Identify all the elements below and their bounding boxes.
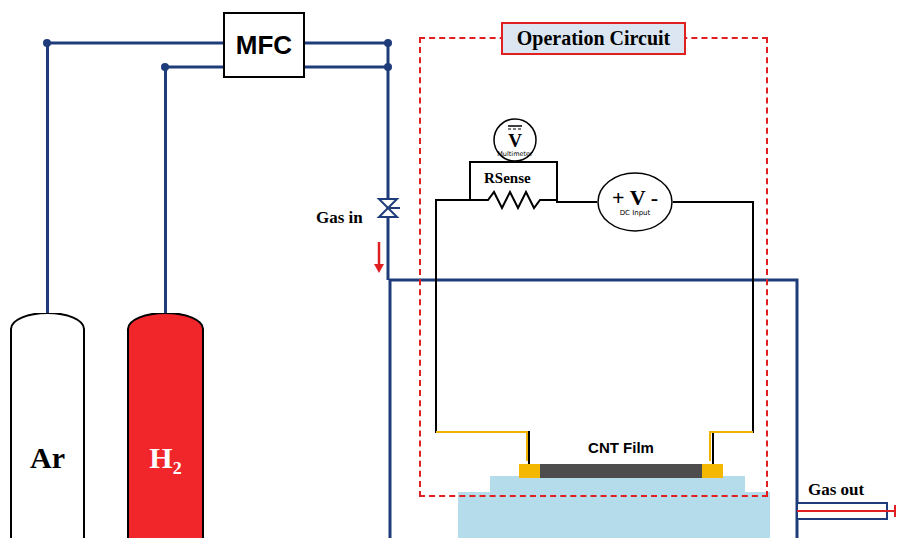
gas-line xyxy=(166,67,224,313)
mfc-box: MFC xyxy=(223,12,305,78)
node-label: MFC xyxy=(236,30,292,61)
node-label: Ar xyxy=(30,441,65,475)
electrode-pad xyxy=(519,464,540,478)
node-label: V xyxy=(508,131,522,150)
junction-dot xyxy=(384,63,392,71)
substrate-ledge xyxy=(490,476,745,492)
node-sublabel: DC Input xyxy=(620,209,651,218)
resistor-symbol xyxy=(470,192,557,208)
substrate-base xyxy=(458,492,770,538)
cnt-film: CNT Film xyxy=(519,438,723,480)
cylinder-outline xyxy=(128,313,203,538)
circuit-wire xyxy=(436,162,529,464)
multimeter-symbol: VMultimeter xyxy=(493,118,537,162)
arrow-head xyxy=(374,264,384,273)
gas-line xyxy=(305,43,388,280)
valve-stem xyxy=(388,207,400,209)
resistor-label: RSense xyxy=(484,170,531,187)
film-strip xyxy=(540,464,702,478)
gas-cylinder: Ar xyxy=(10,313,85,538)
node-label: + V - xyxy=(612,187,658,209)
gas-in-arrow xyxy=(378,242,381,266)
node-label: Operation Circuit xyxy=(501,22,687,55)
circuit-frame: Operation CircuitVMultimeter+ V -DC Inpu… xyxy=(419,37,768,497)
gas-cylinder: H₂ xyxy=(127,313,204,538)
cylinder-body xyxy=(10,313,85,538)
node-label: CNT Film xyxy=(519,438,723,458)
meter-outline xyxy=(494,119,536,161)
chamber-wall xyxy=(390,280,797,538)
gas-line xyxy=(48,43,224,313)
flow-label: Gas in xyxy=(316,208,363,228)
node-label: H₂ xyxy=(149,441,181,475)
dc-bar xyxy=(508,125,522,127)
dc-source-symbol: + V -DC Input xyxy=(597,172,673,232)
circuit-wire xyxy=(673,202,753,464)
cylinder-body xyxy=(127,313,204,538)
flow-label: Gas out xyxy=(808,480,864,500)
gold-lead xyxy=(436,432,753,461)
cylinder-outline xyxy=(11,313,84,538)
gas-out-line xyxy=(797,505,895,517)
source-outline xyxy=(598,173,672,231)
junction-dot xyxy=(384,39,392,47)
dc-dash xyxy=(508,128,522,129)
electrode-pad xyxy=(702,464,723,478)
node-sublabel: Multimeter xyxy=(497,150,532,158)
